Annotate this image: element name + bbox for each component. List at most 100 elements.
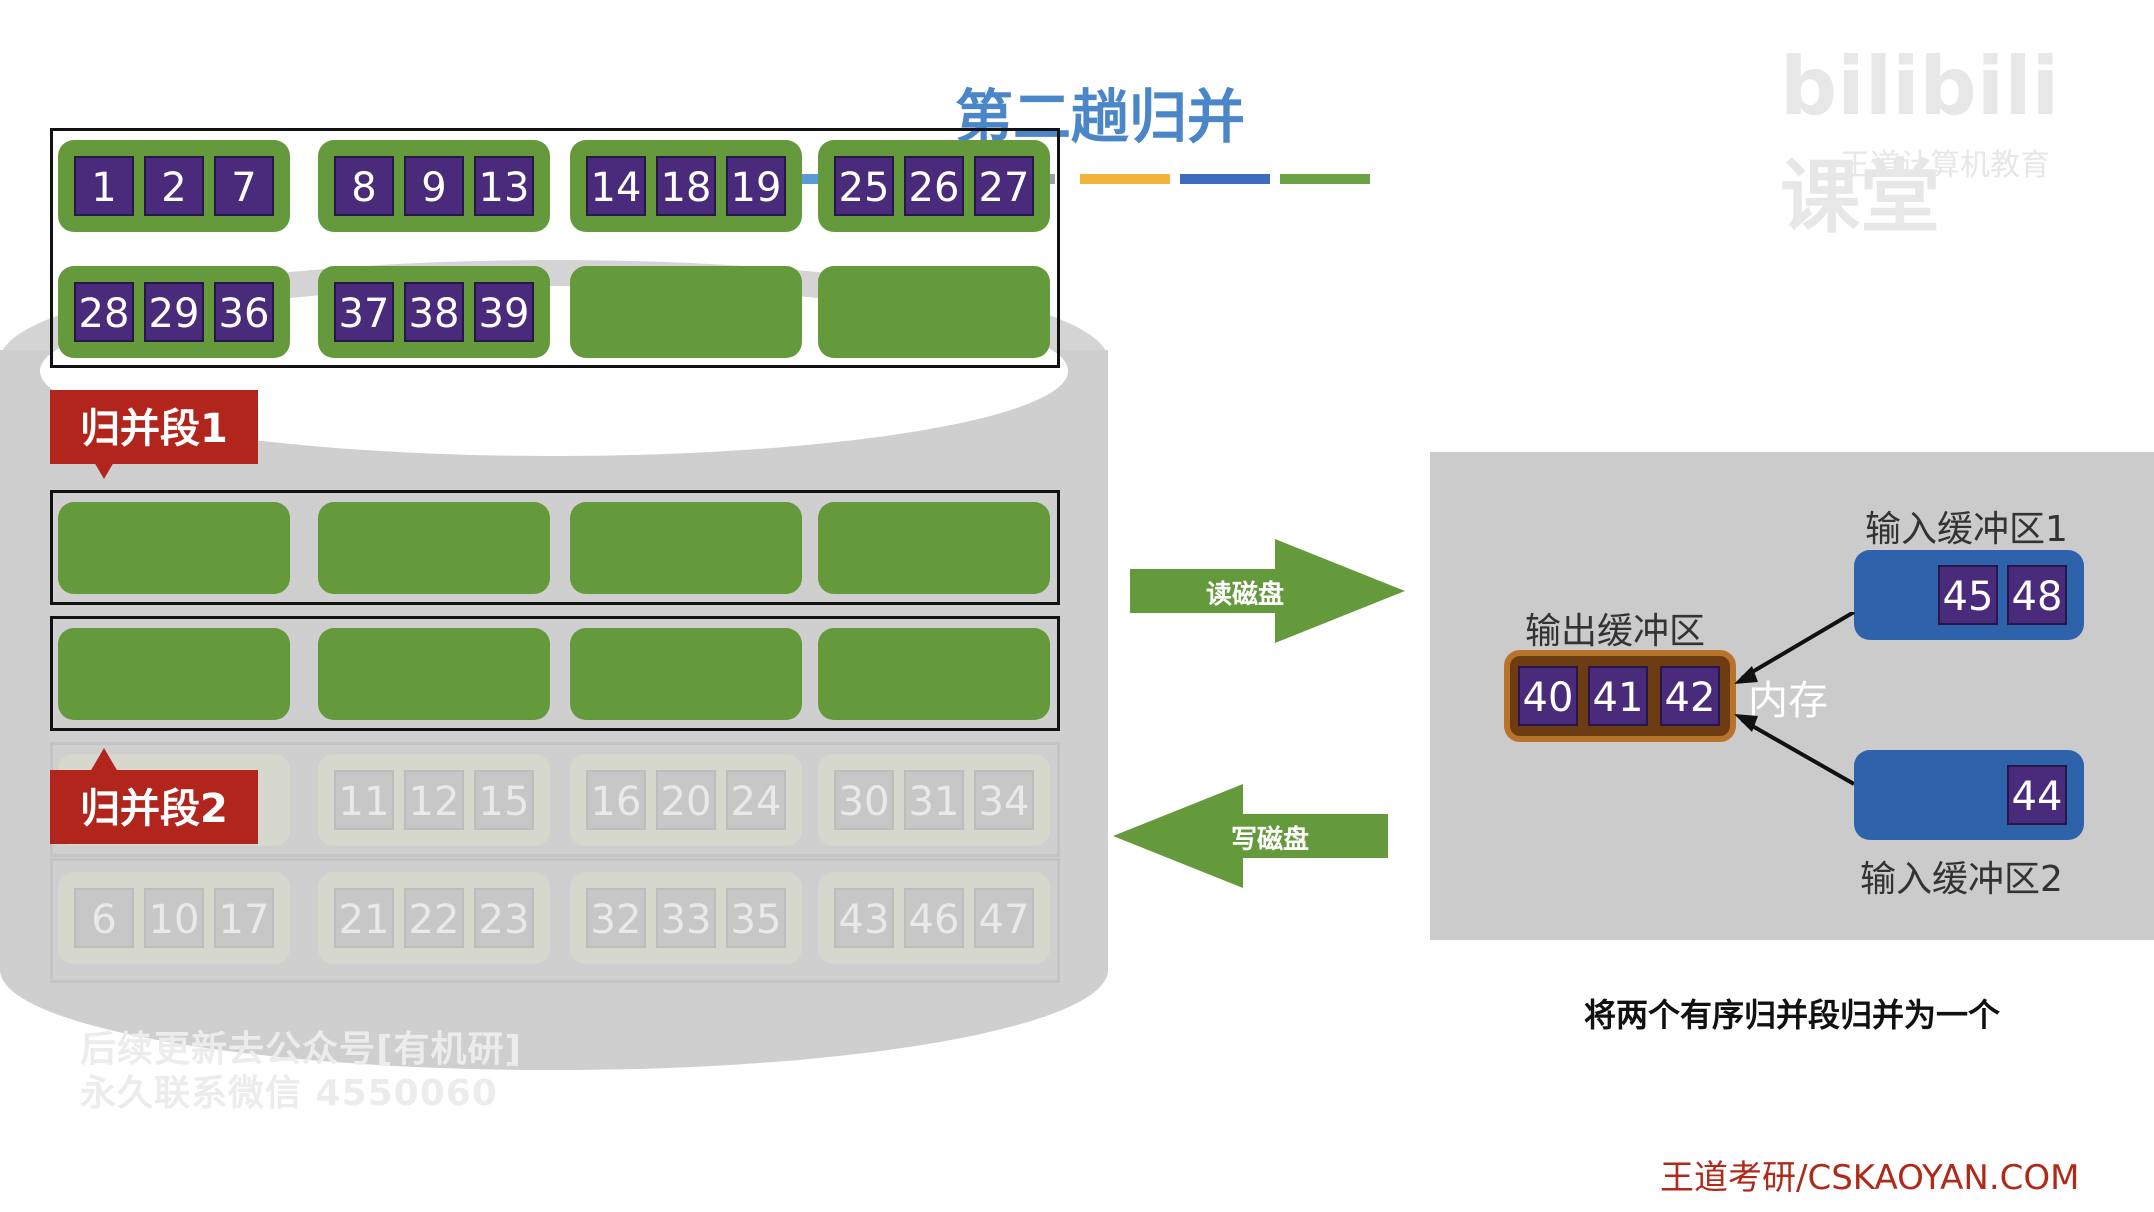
record-value: 23 (474, 888, 534, 948)
record-value: 30 (834, 770, 894, 830)
disk-row-frame (50, 128, 1060, 368)
record-value: 28 (74, 282, 134, 342)
input-buffer2-label: 输入缓冲区2 (1860, 859, 2063, 900)
contact-line-1: 后续更新去公众号[有机研] (80, 1029, 522, 1070)
record-value: 37 (334, 282, 394, 342)
segment2-pointer-icon (90, 748, 118, 772)
write-disk-arrow-icon (1113, 784, 1388, 888)
buffer-value: 40 (1518, 666, 1578, 726)
read-disk-arrow-icon (1130, 539, 1405, 643)
record-value: 9 (404, 156, 464, 216)
legend-dash (1280, 174, 1370, 184)
buffer-value: 48 (2007, 565, 2067, 625)
record-value: 2 (144, 156, 204, 216)
buffer-value: 42 (1660, 666, 1720, 726)
record-value: 19 (726, 156, 786, 216)
record-value: 24 (726, 770, 786, 830)
record-value: 6 (74, 888, 134, 948)
slide-title: 第二趟归并 (954, 83, 1245, 151)
input-buffer1: 45 48 (1854, 550, 2084, 640)
output-buffer-label: 输出缓冲区 (1525, 611, 1706, 652)
record-value: 16 (586, 770, 646, 830)
record-value: 20 (656, 770, 716, 830)
record-value: 47 (974, 888, 1034, 948)
record-value: 7 (214, 156, 274, 216)
disk-block (318, 628, 550, 720)
buffer-value: 44 (2007, 765, 2067, 825)
input-buffer2: 44 (1854, 750, 2084, 840)
record-value: 14 (586, 156, 646, 216)
record-value: 38 (404, 282, 464, 342)
record-value: 12 (404, 770, 464, 830)
record-value: 22 (404, 888, 464, 948)
disk-block (58, 628, 290, 720)
disk-block (570, 628, 802, 720)
disk-block (818, 628, 1050, 720)
disk-block (58, 502, 290, 594)
record-value: 8 (334, 156, 394, 216)
buffer-value: 45 (1938, 565, 1998, 625)
record-value: 31 (904, 770, 964, 830)
record-value: 17 (214, 888, 274, 948)
legend-dash (1180, 174, 1270, 184)
watermark-subtitle: 王道计算机教育 (1840, 148, 2050, 183)
record-value: 21 (334, 888, 394, 948)
write-disk-label: 写磁盘 (1230, 825, 1309, 855)
brand-footer: 王道考研/CSKAOYAN.COM (1660, 1158, 2080, 1198)
disk-row-frame (50, 616, 1060, 731)
caption: 将两个有序归并段归并为一个 (1583, 996, 2000, 1034)
record-value: 18 (656, 156, 716, 216)
buffer-value: 41 (1588, 666, 1648, 726)
record-value: 29 (144, 282, 204, 342)
record-value: 36 (214, 282, 274, 342)
record-value: 33 (656, 888, 716, 948)
memory-label: 内存 (1748, 678, 1828, 724)
input-buffer1-label: 输入缓冲区1 (1865, 509, 2068, 550)
record-value: 32 (586, 888, 646, 948)
record-value: 10 (144, 888, 204, 948)
record-value: 26 (904, 156, 964, 216)
record-value: 34 (974, 770, 1034, 830)
disk-block (818, 502, 1050, 594)
record-value: 43 (834, 888, 894, 948)
record-value: 46 (904, 888, 964, 948)
record-value: 11 (334, 770, 394, 830)
record-value: 15 (474, 770, 534, 830)
disk-row-frame (50, 490, 1060, 605)
disk-block (818, 266, 1050, 358)
record-value: 13 (474, 156, 534, 216)
segment1-pointer-icon (90, 455, 118, 479)
record-value: 1 (74, 156, 134, 216)
output-buffer: 40 41 42 (1504, 650, 1736, 742)
record-value: 27 (974, 156, 1034, 216)
bilibili-logo: bilibili 课堂 (1780, 40, 2060, 244)
read-disk-label: 读磁盘 (1205, 580, 1284, 610)
disk-row-frame (50, 858, 1060, 983)
legend-dash (1080, 174, 1170, 184)
segment2-label: 归并段2 (50, 770, 258, 844)
record-value: 39 (474, 282, 534, 342)
